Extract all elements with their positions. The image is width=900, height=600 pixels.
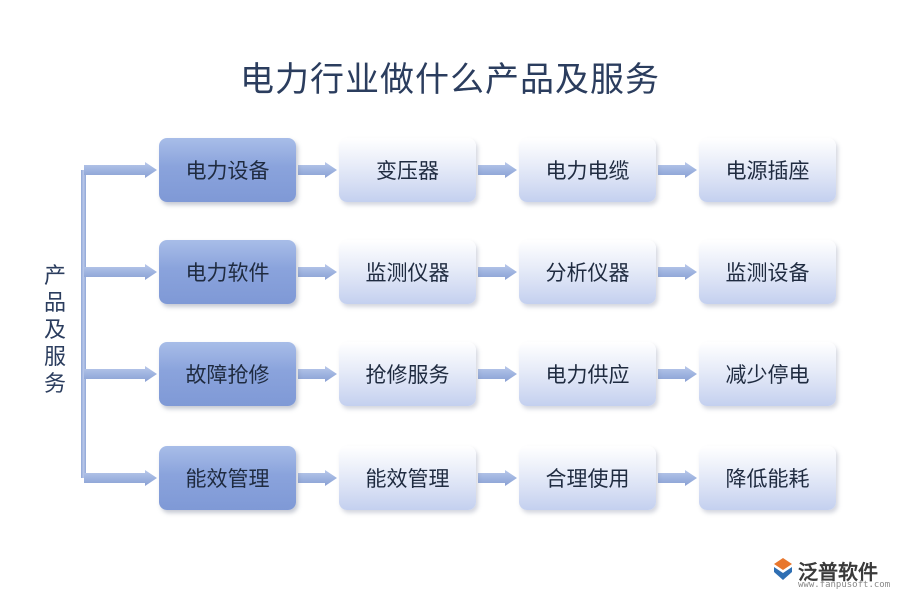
- diagram-title: 电力行业做什么产品及服务: [240, 60, 660, 100]
- flow-arrow: [478, 470, 517, 486]
- box-label: 电力电缆: [545, 159, 630, 183]
- row3-item-box: 电力供应: [519, 342, 656, 406]
- flow-arrow: [298, 264, 337, 280]
- flow-arrow: [298, 162, 337, 178]
- box-label: 抢修服务: [365, 363, 450, 387]
- brand-url: www.fanpusoft.com: [798, 580, 891, 590]
- side-label: 产 品 及 服 务: [40, 263, 70, 398]
- row2-item-box: 监测设备: [699, 240, 836, 304]
- side-label-char: 品: [43, 291, 66, 316]
- box-label: 电源插座: [725, 159, 810, 183]
- row4-item-box: 能效管理: [339, 446, 476, 510]
- feed-arrow: [84, 264, 157, 280]
- box-label: 减少停电: [725, 363, 810, 387]
- row3-category-box: 故障抢修: [159, 342, 296, 406]
- box-label: 变压器: [376, 159, 439, 183]
- row3-item-box: 减少停电: [699, 342, 836, 406]
- feed-arrow: [84, 366, 157, 382]
- row1-item-box: 变压器: [339, 138, 476, 202]
- box-label: 能效管理: [365, 467, 450, 491]
- box-label: 电力软件: [185, 261, 270, 285]
- box-label: 电力供应: [545, 363, 630, 387]
- box-label: 监测仪器: [365, 261, 450, 285]
- row1-item-box: 电源插座: [699, 138, 836, 202]
- row1-item-box: 电力电缆: [519, 138, 656, 202]
- box-label: 降低能耗: [725, 467, 810, 491]
- row2-item-box: 分析仪器: [519, 240, 656, 304]
- box-label: 能效管理: [185, 467, 270, 491]
- box-label: 电力设备: [185, 159, 270, 183]
- brand-logo: 泛普软件 www.fanpusoft.com: [770, 556, 890, 596]
- row2-category-box: 电力软件: [159, 240, 296, 304]
- row2-item-box: 监测仪器: [339, 240, 476, 304]
- row4-item-box: 降低能耗: [699, 446, 836, 510]
- side-label-char: 务: [43, 372, 66, 397]
- box-label: 故障抢修: [185, 363, 270, 387]
- flow-arrow: [658, 470, 697, 486]
- vertical-connector: [81, 170, 86, 478]
- side-label-char: 及: [43, 318, 66, 343]
- row3-item-box: 抢修服务: [339, 342, 476, 406]
- flow-arrow: [298, 470, 337, 486]
- box-label: 合理使用: [545, 467, 630, 491]
- side-label-char: 产: [43, 264, 66, 289]
- row4-item-box: 合理使用: [519, 446, 656, 510]
- flow-arrow: [478, 264, 517, 280]
- flow-arrow: [478, 162, 517, 178]
- flow-arrow: [658, 366, 697, 382]
- row4-category-box: 能效管理: [159, 446, 296, 510]
- flow-arrow: [658, 264, 697, 280]
- side-label-char: 服: [43, 345, 66, 370]
- row1-category-box: 电力设备: [159, 138, 296, 202]
- feed-arrow: [84, 470, 157, 486]
- flow-arrow: [298, 366, 337, 382]
- box-label: 监测设备: [725, 261, 810, 285]
- feed-arrow: [84, 162, 157, 178]
- flow-arrow: [478, 366, 517, 382]
- box-label: 分析仪器: [545, 261, 630, 285]
- flow-arrow: [658, 162, 697, 178]
- brand-logo-icon: [774, 558, 792, 580]
- brand-name: 泛普软件: [798, 560, 878, 584]
